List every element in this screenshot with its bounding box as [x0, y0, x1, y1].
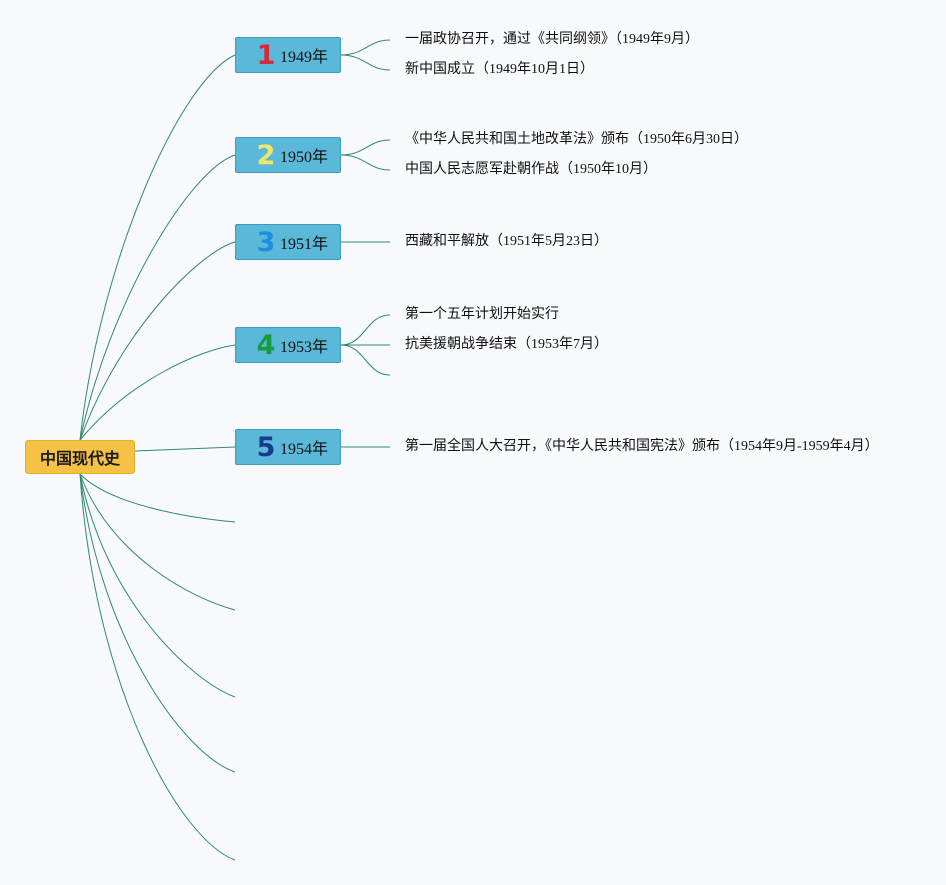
number-badge-5: 5 — [256, 431, 276, 463]
number-badge-1: 1 — [256, 39, 276, 71]
connector-1953-event — [340, 344, 391, 376]
connector-root-1951 — [79, 241, 236, 441]
year-label: 1949年 — [280, 49, 329, 66]
connector-1953-event — [340, 314, 391, 346]
event-node[interactable]: 第一届全国人大召开，《中华人民共和国宪法》颁布（1954年9月-1959年4月） — [405, 439, 879, 454]
connector-empty-branch — [79, 473, 236, 773]
year-node-1954[interactable]: 5 1954年 — [235, 429, 341, 465]
event-node[interactable]: 中国人民志愿军赴朝作战（1950年10月） — [405, 162, 657, 177]
event-node[interactable]: 一届政协召开，通过《共同纲领》（1949年9月） — [405, 32, 699, 47]
year-node-1950[interactable]: 2 1950年 — [235, 137, 341, 173]
connector-root-1953 — [79, 344, 236, 441]
connector-1950-event — [340, 139, 391, 156]
connector-1949-event — [340, 39, 391, 56]
connector-1950-event — [340, 154, 391, 171]
root-label: 中国现代史 — [39, 449, 120, 468]
event-node[interactable]: 抗美援朝战争结束（1953年7月） — [405, 337, 608, 352]
connector-1949-event — [340, 54, 391, 71]
connector-empty-branch — [79, 473, 236, 861]
connector-empty-branch — [79, 473, 236, 611]
connector-root-1949 — [79, 54, 236, 441]
connector-root-1950 — [79, 154, 236, 441]
year-label: 1951年 — [280, 236, 329, 253]
year-node-1951[interactable]: 3 1951年 — [235, 224, 341, 260]
event-node[interactable]: 新中国成立（1949年10月1日） — [405, 62, 594, 77]
year-label: 1953年 — [280, 339, 329, 356]
year-label: 1950年 — [280, 149, 329, 166]
root-node[interactable]: 中国现代史 — [25, 440, 135, 474]
year-label: 1954年 — [280, 441, 329, 458]
event-node[interactable]: 西藏和平解放（1951年5月23日） — [405, 234, 608, 249]
connector-root-1954 — [134, 446, 236, 452]
year-node-1953[interactable]: 4 1953年 — [235, 327, 341, 363]
event-node[interactable]: 《中华人民共和国土地改革法》颁布（1950年6月30日） — [405, 132, 748, 147]
number-badge-2: 2 — [256, 139, 276, 171]
connector-empty-branch — [79, 473, 236, 698]
year-node-1949[interactable]: 1 1949年 — [235, 37, 341, 73]
number-badge-4: 4 — [256, 329, 276, 361]
event-node[interactable]: 第一个五年计划开始实行 — [405, 307, 559, 322]
connector-empty-branch — [79, 473, 236, 523]
number-badge-3: 3 — [256, 226, 276, 258]
